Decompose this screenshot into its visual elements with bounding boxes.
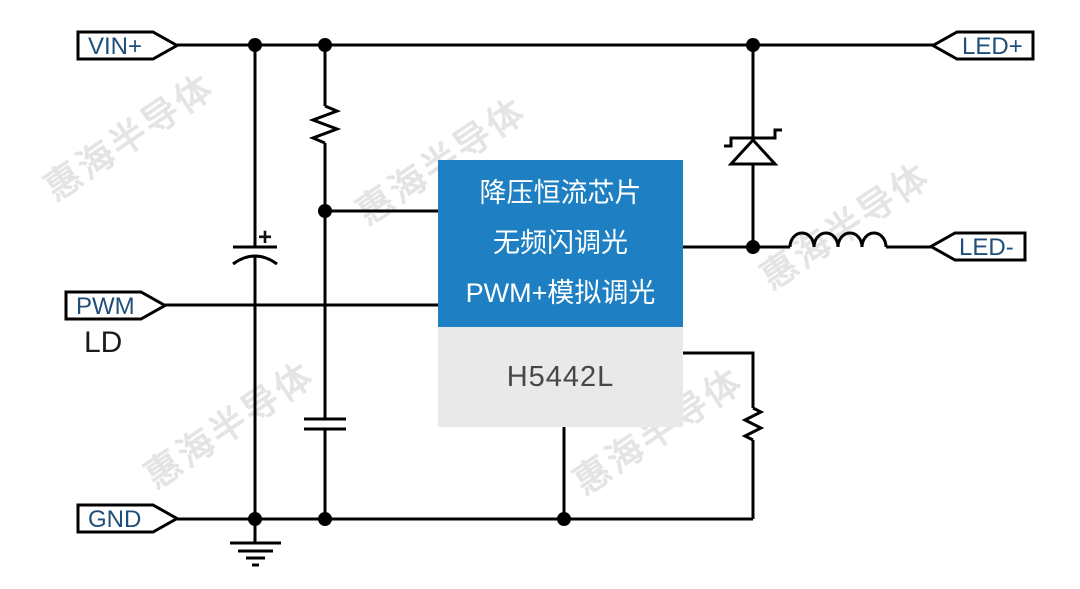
junction-dot xyxy=(318,204,332,218)
gnd-label: GND xyxy=(88,506,141,533)
capacitor-polarity-mark: + xyxy=(258,224,272,251)
pwm-terminal: PWM xyxy=(64,290,169,321)
led-minus-tag-shape xyxy=(927,231,1027,262)
chip-feature-line-2: 无频闪调光 xyxy=(493,228,628,258)
led-plus-tag-shape xyxy=(929,30,1035,61)
feedback-wire xyxy=(683,351,755,408)
pwm-label: PWM xyxy=(76,293,135,320)
junction-dot xyxy=(746,38,760,52)
junction-dot xyxy=(746,240,760,254)
junction-dot xyxy=(318,38,332,52)
gnd-tag-shape xyxy=(76,503,181,534)
led-plus-terminal: LED+ xyxy=(929,30,1035,61)
top-resistor-icon xyxy=(308,104,342,145)
junction-dot xyxy=(248,512,262,526)
chip-part-box: H5442L xyxy=(438,327,683,427)
chip-feature-box: 降压恒流芯片 无频闪调光 PWM+模拟调光 xyxy=(438,160,683,327)
led-plus-label: LED+ xyxy=(962,33,1023,60)
vin-plus-label: VIN+ xyxy=(88,33,142,60)
output-inductor-icon xyxy=(788,231,888,248)
vin-plus-terminal: VIN+ xyxy=(76,30,181,61)
chip-feature-line-1: 降压恒流芯片 xyxy=(479,178,642,208)
electrolytic-capacitor-plate-curved xyxy=(232,254,278,266)
current-sense-resistor-icon xyxy=(741,406,765,442)
pwm-tag-shape xyxy=(64,290,169,321)
vin-plus-tag-shape xyxy=(76,30,181,61)
ld-label: LD xyxy=(84,326,122,359)
led-minus-terminal: LED- xyxy=(927,231,1027,262)
junction-dot xyxy=(557,512,571,526)
chip-part-number: H5442L xyxy=(506,360,615,393)
junction-dot xyxy=(248,38,262,52)
led-minus-label: LED- xyxy=(959,234,1014,261)
gnd-terminal: GND xyxy=(76,503,181,534)
schottky-diode-icon xyxy=(727,137,779,166)
chip-feature-line-3: PWM+模拟调光 xyxy=(465,278,656,308)
junction-dot xyxy=(318,512,332,526)
